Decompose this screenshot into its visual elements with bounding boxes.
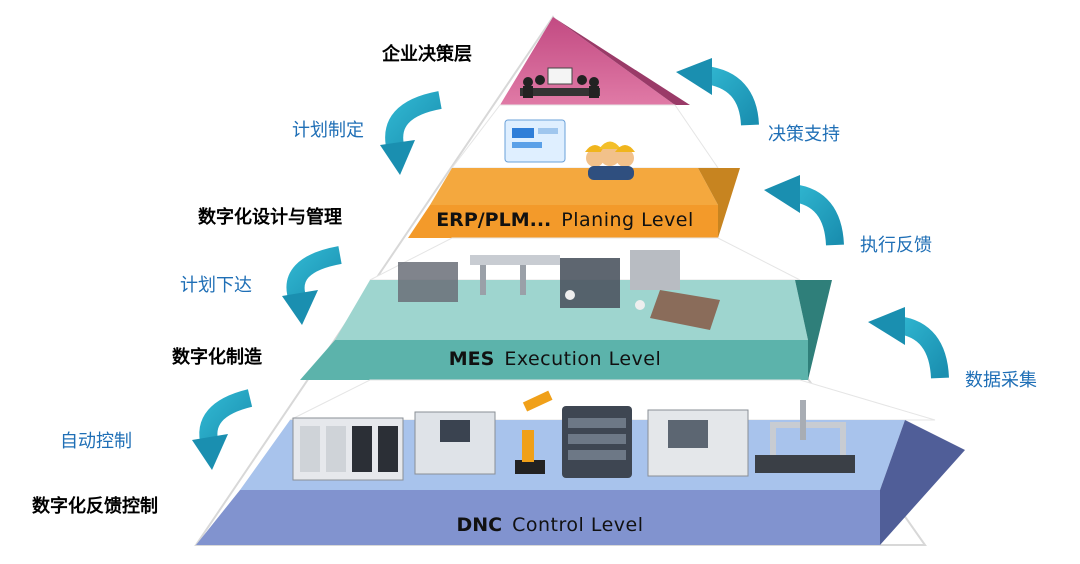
down-arrow-3 — [192, 389, 253, 470]
down-arrow-label-2: 计划下达 — [180, 275, 252, 296]
server-icon — [562, 406, 632, 478]
label-control-layer: 数字化反馈控制 — [32, 496, 158, 517]
down-arrow-1 — [380, 91, 442, 175]
execution-band-text: MES Execution Level — [320, 348, 790, 370]
up-arrow-label-1: 决策支持 — [768, 124, 840, 145]
control-level: Control Level — [512, 514, 644, 536]
label-execution-layer: 数字化制造 — [172, 347, 262, 368]
workers-icon — [585, 141, 635, 180]
up-arrow-label-2: 执行反馈 — [860, 235, 932, 256]
execution-layer-band — [300, 340, 808, 380]
control-band-text: DNC Control Level — [230, 514, 870, 536]
planning-layer-band — [408, 205, 718, 238]
label-top-layer: 企业决策层 — [382, 44, 472, 65]
cnc-machine-icon — [414, 411, 496, 475]
control-code: DNC — [456, 514, 503, 536]
execution-level: Execution Level — [504, 348, 662, 370]
up-arrow-label-3: 数据采集 — [965, 370, 1037, 391]
factory-line-icon — [398, 250, 720, 330]
lathe-icon — [647, 409, 749, 477]
dashboard-icon — [504, 119, 566, 163]
meeting-icon — [520, 67, 600, 98]
cmm-icon — [755, 400, 855, 473]
plc-icon — [292, 417, 404, 481]
planning-code: ERP/PLM... — [436, 209, 552, 231]
up-arrow-1 — [676, 58, 759, 126]
up-arrow-2 — [764, 175, 844, 246]
up-arrow-3 — [868, 307, 949, 379]
control-layer-band — [196, 490, 880, 545]
robot-arm-icon — [515, 390, 553, 474]
down-arrow-2 — [282, 246, 342, 325]
planning-level: Planing Level — [561, 209, 694, 231]
down-arrow-label-3: 自动控制 — [60, 431, 132, 452]
execution-code: MES — [448, 348, 495, 370]
label-planning-layer: 数字化设计与管理 — [198, 207, 342, 228]
down-arrow-label-1: 计划制定 — [292, 120, 364, 141]
planning-band-text: ERP/PLM... Planing Level — [420, 209, 710, 231]
planning-layer-platform — [430, 168, 718, 205]
